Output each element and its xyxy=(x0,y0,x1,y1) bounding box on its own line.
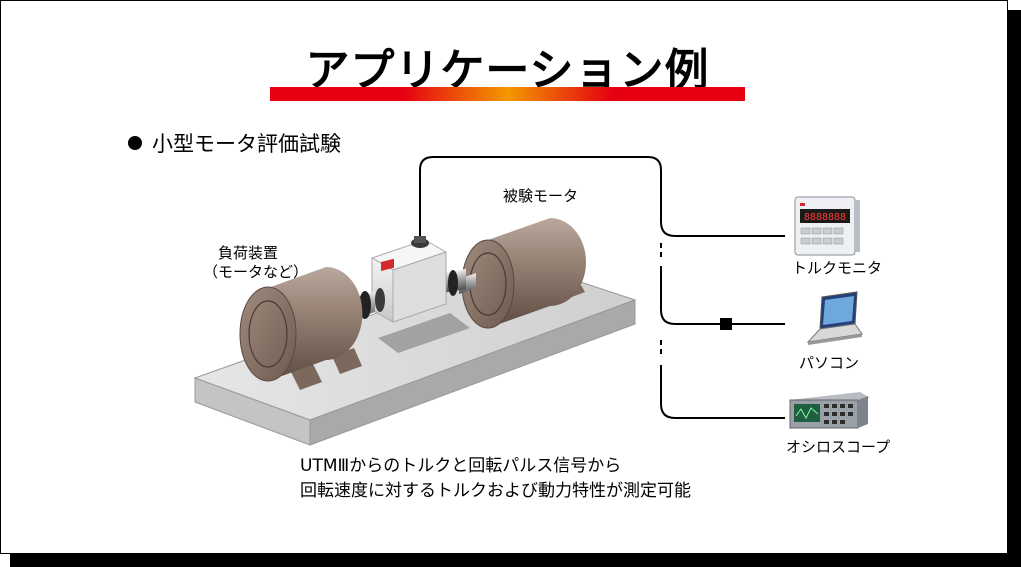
caption-line-2: 回転速度に対するトルクおよび動力特性が測定可能 xyxy=(300,481,691,501)
section-heading: 小型モータ評価試験 xyxy=(128,128,341,158)
section-heading-text: 小型モータ評価試験 xyxy=(152,132,341,156)
load-device-motor xyxy=(239,267,363,390)
bullet-icon xyxy=(128,136,142,150)
label-load-device: 負荷装置 xyxy=(218,244,279,262)
title-underline-bar xyxy=(270,87,745,101)
oscilloscope-device xyxy=(789,392,870,429)
label-load-device-note: （モータなど） xyxy=(203,263,309,281)
label-motor-under-test: 被験モータ xyxy=(503,187,579,205)
label-pc: パソコン xyxy=(799,354,860,372)
torque-monitor-device: 8888888 xyxy=(794,196,860,256)
monitor-readout: 8888888 xyxy=(804,212,846,223)
label-torque-monitor: トルクモニタ xyxy=(792,259,883,277)
signal-cable xyxy=(419,156,785,419)
motor-under-test xyxy=(459,218,586,329)
caption-line-1: UTMⅢからのトルクと回転パルス信号から xyxy=(300,456,622,476)
label-oscilloscope: オシロスコープ xyxy=(786,438,891,456)
laptop-device xyxy=(806,291,863,345)
panel-shadow-right xyxy=(1008,10,1021,567)
cable-connector xyxy=(720,318,732,330)
panel-shadow-bottom xyxy=(10,554,1021,567)
